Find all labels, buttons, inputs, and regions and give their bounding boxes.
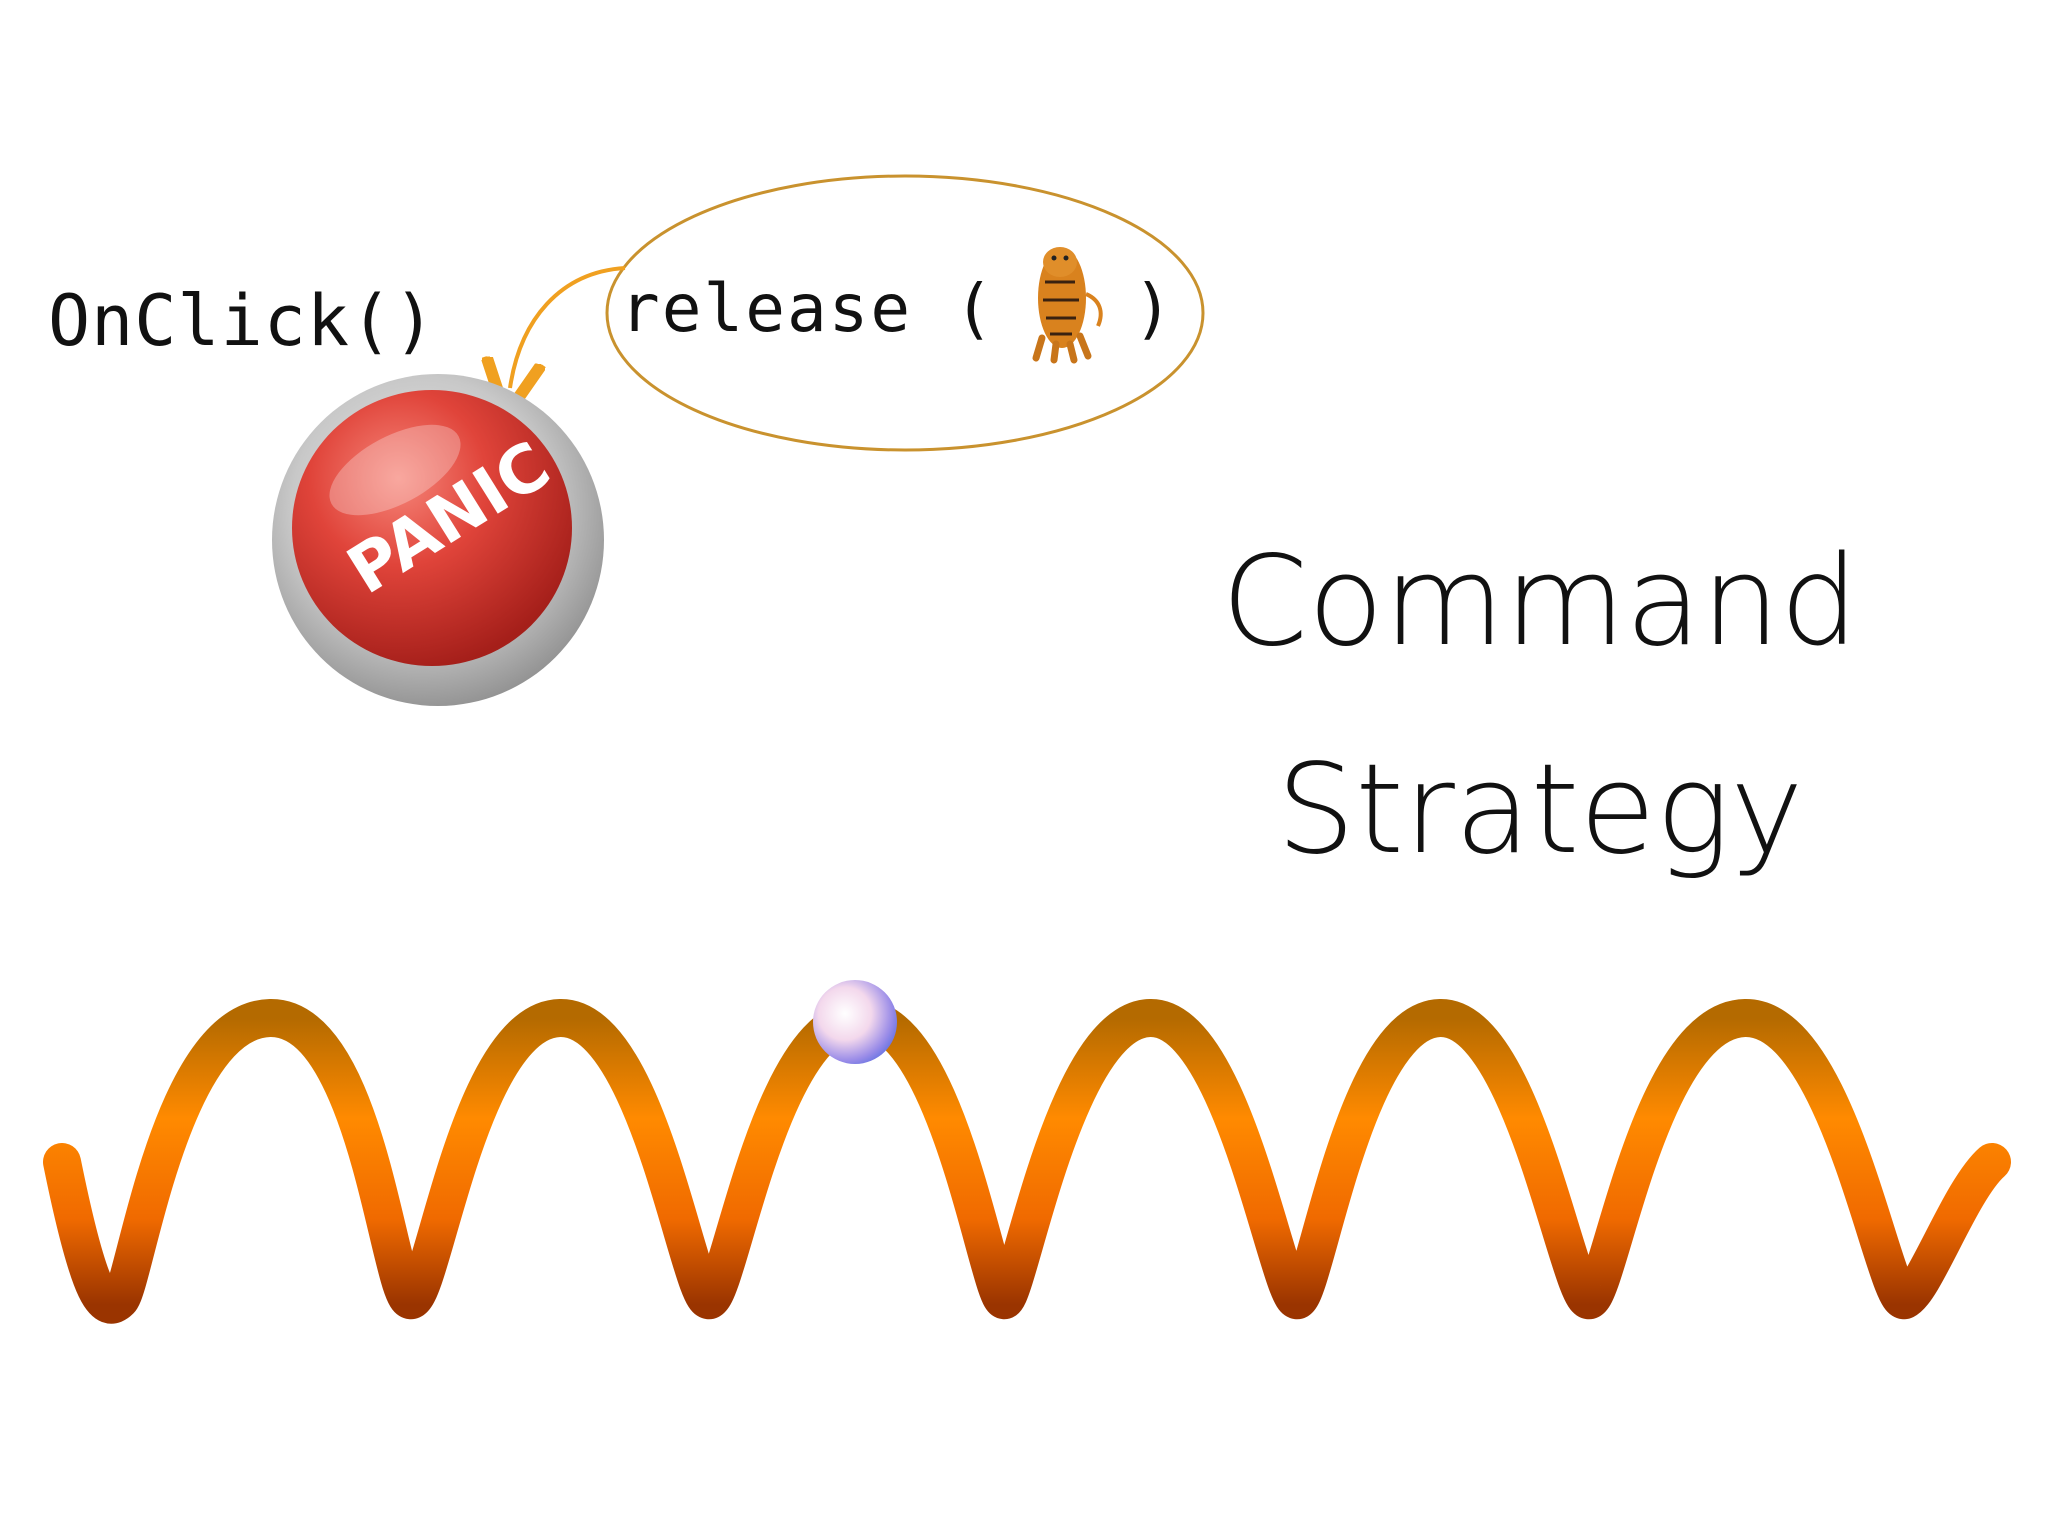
release-ellipse [605, 174, 1205, 452]
ball [813, 980, 897, 1064]
title-command: Command [1221, 530, 1859, 674]
onclick-label: OnClick() [48, 280, 437, 362]
release-close-paren: ) [1133, 270, 1173, 347]
tiger-icon [1032, 247, 1103, 364]
spring-wave [43, 998, 2011, 1324]
panic-button-icon: PANIC [272, 374, 604, 706]
title-strategy: Strategy [1276, 738, 1804, 882]
release-label: release ( [620, 270, 996, 347]
arrow-to-button [510, 266, 626, 388]
